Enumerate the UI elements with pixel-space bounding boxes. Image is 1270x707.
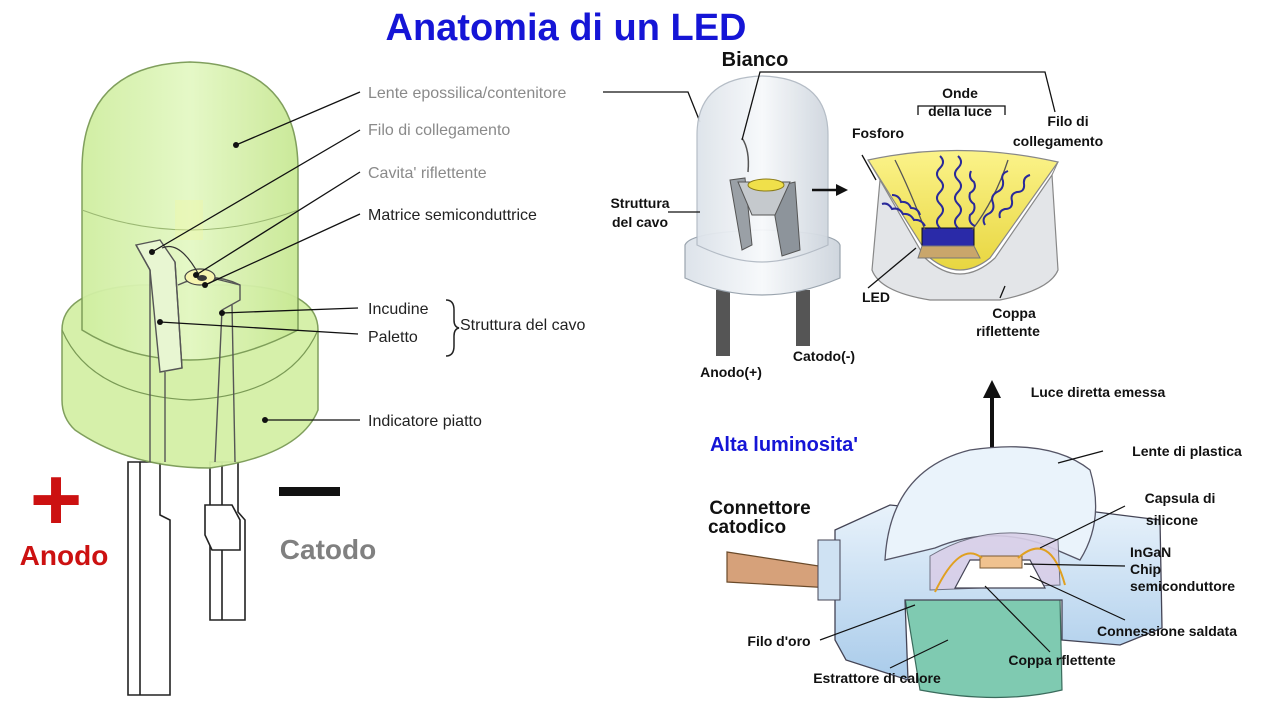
minus-sign — [279, 487, 340, 496]
leader-lente-to-white-led — [603, 91, 701, 123]
bianco-struttura-line1: Struttura — [610, 195, 669, 211]
struttura-brace — [445, 299, 460, 357]
bianco-onde-line2: della luce — [928, 103, 992, 119]
label-incudine: Incudine — [368, 301, 429, 318]
alta-coppa: Coppa rflettente — [1008, 652, 1116, 668]
alta-estrattore: Estrattore di calore — [813, 670, 941, 686]
lead-frame — [134, 239, 241, 463]
label-filo-collegamento: Filo di collegamento — [368, 122, 510, 139]
alta-capsula-line2: silicone — [1146, 512, 1198, 528]
bianco-led: LED — [862, 289, 890, 305]
led-legs — [127, 461, 246, 696]
alta-ingan-line2: Chip — [1130, 561, 1161, 577]
bianco-coppa-line1: Coppa — [992, 305, 1036, 321]
left-leader-lines — [151, 91, 361, 421]
alta-ingan-line1: InGaN — [1130, 544, 1171, 560]
catodo-label: Catodo — [280, 534, 376, 565]
alta-connessione: Connessione saldata — [1097, 623, 1237, 639]
page-title: Anatomia di un LED — [386, 7, 747, 49]
high-brightness-led-illustration — [726, 446, 1163, 699]
alta-title: Alta luminosita' — [710, 434, 858, 456]
label-indicatore-piatto: Indicatore piatto — [368, 413, 482, 430]
alta-lente: Lente di plastica — [1132, 443, 1242, 459]
label-paletto: Paletto — [368, 329, 418, 346]
bianco-filo-line1: Filo di — [1047, 113, 1088, 129]
bianco-fosforo: Fosforo — [852, 125, 904, 141]
label-cavita-riflettente: Cavita' riflettente — [368, 165, 487, 182]
alta-connettore-line1: Connettore — [709, 498, 810, 519]
alta-ingan-line3: semiconduttore — [1130, 578, 1235, 594]
anodo-label: Anodo — [20, 540, 109, 571]
alta-filo-oro: Filo d'oro — [747, 633, 810, 649]
label-matrice-semiconduttrice: Matrice semiconduttrice — [368, 207, 537, 224]
alta-luce: Luce diretta emessa — [1031, 384, 1166, 400]
alta-connettore-line2: catodico — [708, 517, 786, 538]
bianco-onde-line1: Onde — [942, 85, 978, 101]
alta-leader-lines — [819, 450, 1126, 669]
bianco-anodo: Anodo(+) — [700, 364, 762, 380]
left-led-illustration — [61, 61, 319, 696]
bianco-catodo: Catodo(-) — [793, 348, 855, 364]
bianco-coppa-line2: riflettente — [976, 323, 1040, 339]
label-lente-epossilica: Lente epossilica/contenitore — [368, 85, 566, 102]
bianco-struttura-line2: del cavo — [612, 214, 668, 230]
plus-sign: + — [30, 450, 83, 550]
bianco-leader-lines — [668, 71, 1056, 299]
white-led-illustration — [684, 75, 841, 356]
bianco-filo-line2: collegamento — [1013, 133, 1103, 149]
label-struttura-cavo: Struttura del cavo — [460, 317, 586, 334]
alta-capsula-line1: Capsula di — [1145, 490, 1216, 506]
bianco-title: Bianco — [722, 49, 789, 71]
white-led-detail — [867, 149, 1060, 301]
